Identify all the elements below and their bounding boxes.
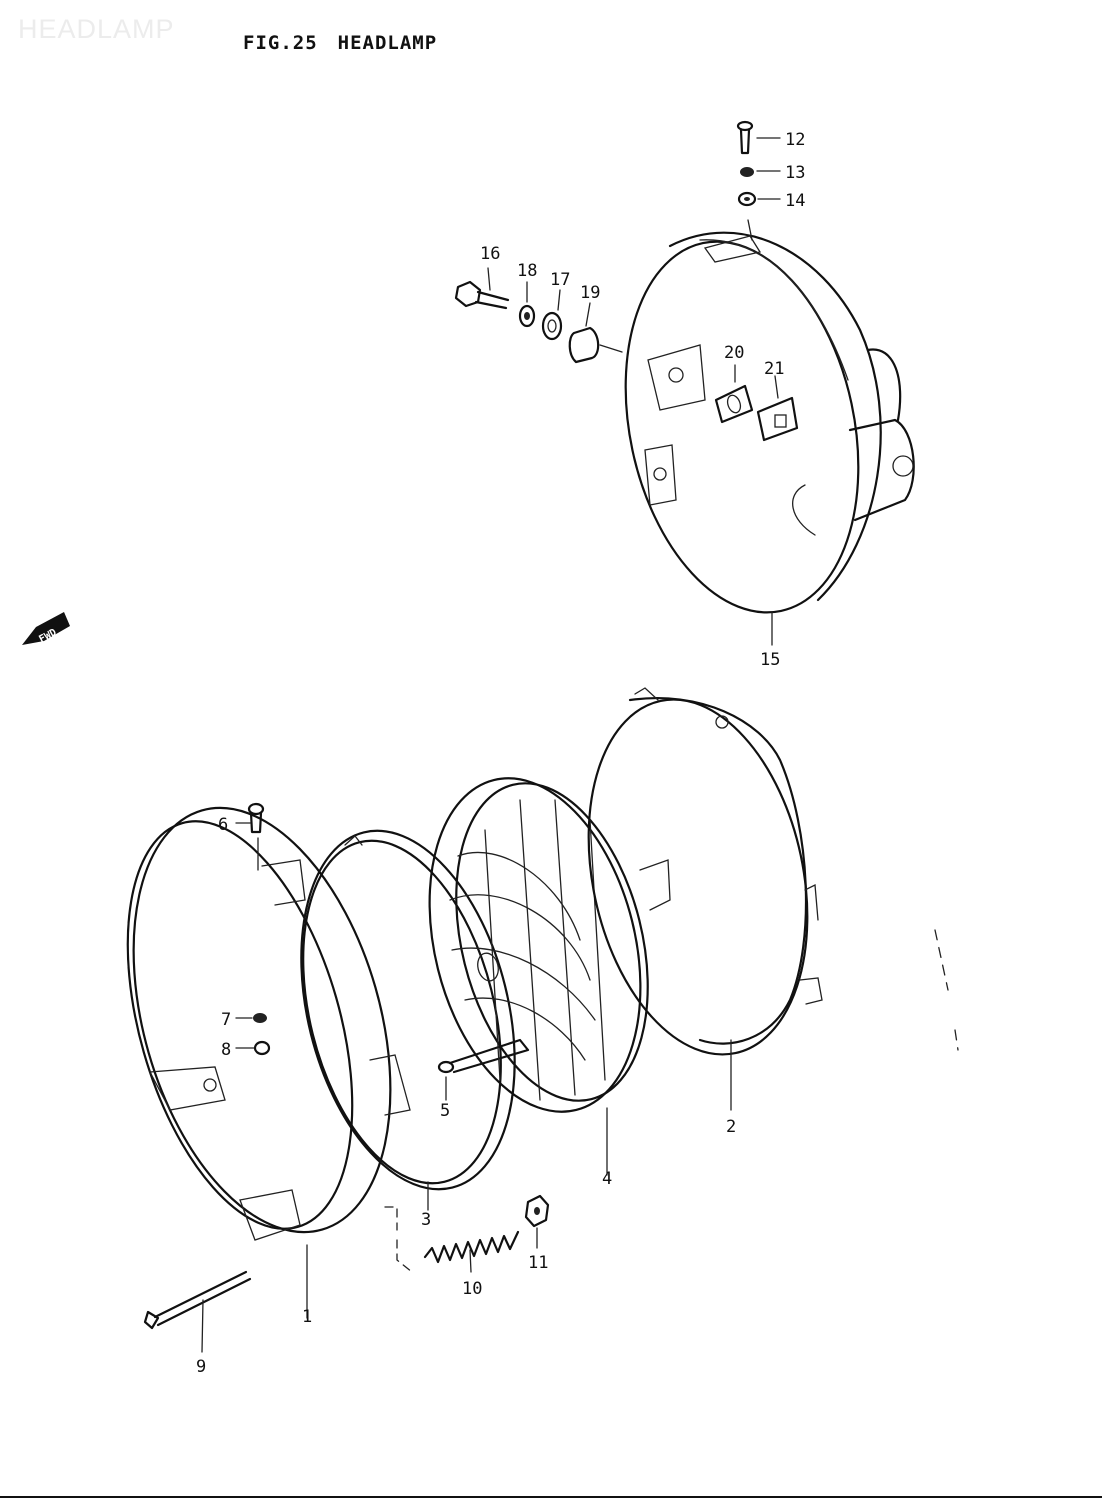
part-label-7: 7	[221, 1010, 231, 1030]
washer-14	[737, 191, 781, 207]
part-label-2: 2	[726, 1117, 736, 1137]
sealed-beam-unit	[428, 777, 671, 1176]
grommet	[714, 364, 754, 424]
part-label-3: 3	[421, 1210, 431, 1230]
part-label-4: 4	[602, 1169, 612, 1189]
socket-connector	[756, 375, 799, 442]
screw-5	[437, 1038, 530, 1101]
part-label-8: 8	[221, 1040, 231, 1060]
watermark-text: HEADLAMP	[18, 14, 175, 44]
part-label-13: 13	[785, 163, 805, 183]
figure-number: FIG.25	[243, 32, 318, 54]
washer-8	[235, 1040, 271, 1056]
nut-7	[235, 1013, 267, 1023]
part-label-15: 15	[760, 650, 780, 670]
part-label-9: 9	[196, 1357, 206, 1377]
retaining-ring	[300, 829, 516, 1211]
part-label-1: 1	[302, 1307, 312, 1327]
adjusting-spring	[423, 1230, 520, 1273]
page-bottom-rule	[0, 1496, 1102, 1498]
part-label-20: 20	[724, 343, 744, 363]
fwd-arrow-icon: FWD	[22, 612, 70, 645]
washer-17	[541, 289, 563, 341]
headlamp-housing	[624, 219, 915, 614]
nut-13	[740, 167, 781, 177]
part-label-16: 16	[480, 244, 500, 264]
screw-12	[736, 120, 781, 155]
part-label-5: 5	[440, 1101, 450, 1121]
part-label-19: 19	[580, 283, 600, 303]
part-label-21: 21	[764, 359, 784, 379]
figure-title: FIG.25 HEADLAMP	[243, 32, 457, 54]
part-label-12: 12	[785, 130, 805, 150]
washer-18	[518, 281, 536, 328]
screw-9	[143, 1270, 252, 1353]
part-label-6: 6	[218, 815, 228, 835]
figure-name: HEADLAMP	[337, 32, 438, 54]
nut-11	[524, 1194, 550, 1249]
part-label-10: 10	[462, 1279, 482, 1299]
part-number-labels: 1 2 3 4 5 6 7 8 9 10 11 12 13 14 15 16 1…	[196, 130, 805, 1377]
collar-19	[568, 302, 623, 364]
part-label-11: 11	[528, 1253, 548, 1273]
headlamp-rim	[126, 806, 392, 1319]
screw-6	[235, 802, 265, 871]
part-label-14: 14	[785, 191, 805, 211]
headlamp-case	[587, 687, 823, 1111]
bolt-16	[454, 267, 510, 310]
part-label-18: 18	[517, 261, 537, 281]
part-label-17: 17	[550, 270, 570, 290]
